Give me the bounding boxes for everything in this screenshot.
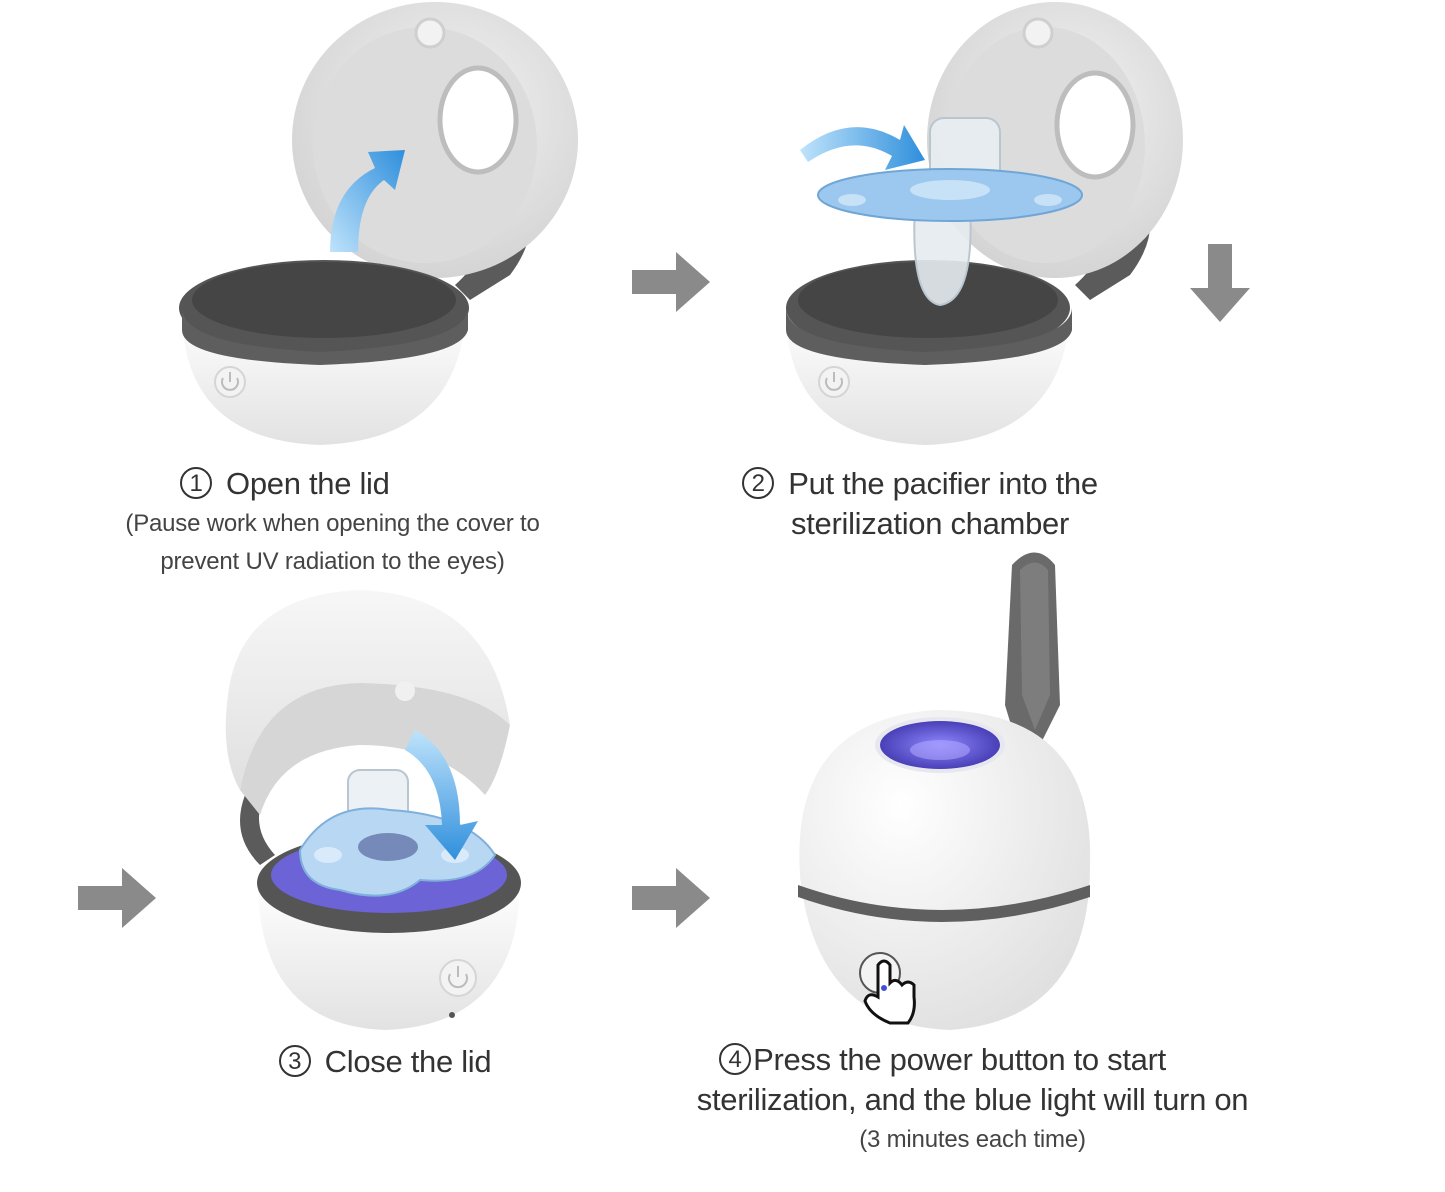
step1-note-line2: prevent UV radiation to the eyes) <box>160 548 505 575</box>
step2-title-line2: sterilization chamber <box>791 506 1069 541</box>
step1-illustration <box>179 2 578 445</box>
step2-number: 2 <box>742 467 775 499</box>
step4-illustration <box>798 552 1091 1030</box>
arrow-right-icon <box>632 252 710 312</box>
step2-illustration <box>786 2 1183 445</box>
arrow-right-icon <box>632 868 710 928</box>
step1-number: 1 <box>180 467 212 499</box>
step3-illustration <box>225 590 521 1030</box>
step4-note: (3 minutes each time) <box>859 1126 1086 1153</box>
step1-note-line1: (Pause work when opening the cover to <box>125 510 540 537</box>
step3-number: 3 <box>278 1045 311 1077</box>
step4-number: 4 <box>719 1043 752 1075</box>
step4-title-line2: sterilization, and the blue light will t… <box>696 1082 1249 1117</box>
arrow-down-icon <box>1190 244 1250 322</box>
arrow-right-icon <box>78 868 156 928</box>
